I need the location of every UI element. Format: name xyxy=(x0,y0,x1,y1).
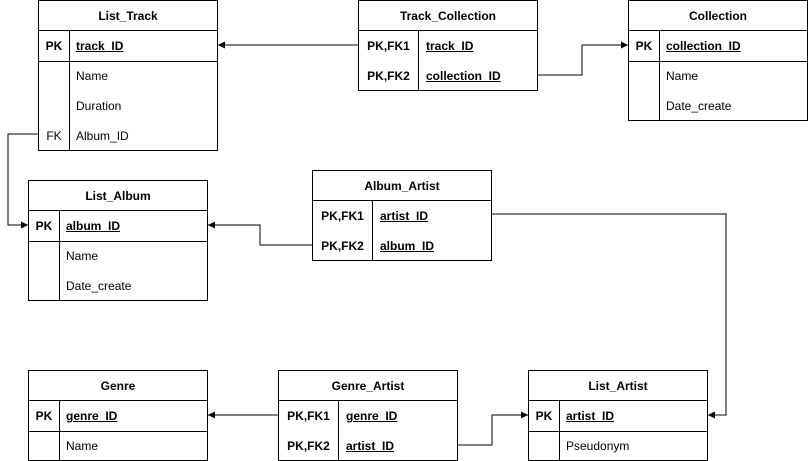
pk-row: PK genre_ID xyxy=(29,401,207,431)
section-divider xyxy=(39,61,217,62)
key-label: PK xyxy=(45,39,63,53)
attribute-row: Pseudonym xyxy=(529,431,707,461)
pk-row: PK,FK1 track_ID xyxy=(359,31,537,61)
key-label xyxy=(629,91,659,121)
pk-row: PK,FK2 collection_ID xyxy=(359,61,537,91)
field-name: album_ID xyxy=(380,239,435,253)
column-divider xyxy=(59,211,60,300)
field-name: Pseudonym xyxy=(566,439,630,453)
field-name: genre_ID xyxy=(66,409,118,423)
key-label: PK,FK2 xyxy=(287,439,330,453)
attribute-row: Name xyxy=(39,61,217,91)
entity-list-artist[interactable]: List_Artist PK artist_ID Pseudonym xyxy=(528,370,708,461)
column-divider xyxy=(418,31,419,90)
key-label: PK,FK1 xyxy=(287,409,330,423)
entity-title: Track_Collection xyxy=(359,1,537,31)
field-name: Name xyxy=(66,439,99,453)
field-name: genre_ID xyxy=(346,409,398,423)
field-name: collection_ID xyxy=(426,69,501,83)
entity-title: Album_Artist xyxy=(313,171,491,201)
column-divider xyxy=(659,31,660,120)
field-name: Name xyxy=(66,249,99,263)
key-label xyxy=(29,271,59,301)
entity-album-artist[interactable]: Album_Artist PK,FK1 artist_ID PK,FK2 alb… xyxy=(312,170,492,261)
pk-row: PK album_ID xyxy=(29,211,207,241)
attribute-row: Name xyxy=(629,61,807,91)
entity-list-track[interactable]: List_Track PK track_ID Name Duration FK … xyxy=(38,0,218,151)
pk-row: PK track_ID xyxy=(39,31,217,61)
entity-title: Genre xyxy=(29,371,207,401)
entity-title: List_Artist xyxy=(529,371,707,401)
pk-row: PK,FK2 album_ID xyxy=(313,231,491,261)
entity-title: Collection xyxy=(629,1,807,31)
key-label: FK xyxy=(46,129,62,143)
key-label: PK,FK2 xyxy=(367,69,410,83)
column-divider xyxy=(559,401,560,460)
entity-title: Genre_Artist xyxy=(279,371,457,401)
field-name: album_ID xyxy=(66,219,121,233)
key-label: PK xyxy=(635,39,653,53)
entity-genre[interactable]: Genre PK genre_ID Name xyxy=(28,370,208,461)
pk-row: PK,FK1 artist_ID xyxy=(313,201,491,231)
key-label xyxy=(29,241,59,271)
key-label: PK xyxy=(35,409,53,423)
field-name: Duration xyxy=(76,99,122,113)
section-divider xyxy=(29,241,207,242)
field-name: artist_ID xyxy=(380,209,429,223)
field-name: Date_create xyxy=(666,99,732,113)
field-name: artist_ID xyxy=(566,409,615,423)
key-label: PK xyxy=(35,219,53,233)
entity-genre-artist[interactable]: Genre_Artist PK,FK1 genre_ID PK,FK2 arti… xyxy=(278,370,458,461)
key-label xyxy=(39,91,69,121)
column-divider xyxy=(59,401,60,460)
attribute-row: Name xyxy=(29,241,207,271)
field-name: Date_create xyxy=(66,279,132,293)
key-label: PK xyxy=(535,409,553,423)
pk-row: PK collection_ID xyxy=(629,31,807,61)
pk-row: PK,FK2 artist_ID xyxy=(279,431,457,461)
attribute-row: FK Album_ID xyxy=(39,121,217,151)
key-label: PK,FK1 xyxy=(367,39,410,53)
field-name: Name xyxy=(666,69,699,83)
attribute-row: Date_create xyxy=(29,271,207,301)
section-divider xyxy=(529,431,707,432)
field-name: track_ID xyxy=(76,39,124,53)
entity-title: List_Album xyxy=(29,181,207,211)
entity-title: List_Track xyxy=(39,1,217,31)
pk-row: PK,FK1 genre_ID xyxy=(279,401,457,431)
key-label xyxy=(39,61,69,91)
entity-track-collection[interactable]: Track_Collection PK,FK1 track_ID PK,FK2 … xyxy=(358,0,538,91)
attribute-row: Date_create xyxy=(629,91,807,121)
column-divider xyxy=(338,401,339,460)
field-name: Name xyxy=(76,69,109,83)
section-divider xyxy=(29,431,207,432)
column-divider xyxy=(372,201,373,260)
entity-list-album[interactable]: List_Album PK album_ID Name Date_create xyxy=(28,180,208,301)
entity-collection[interactable]: Collection PK collection_ID Name Date_cr… xyxy=(628,0,808,121)
rel-albumartist-to-listartist xyxy=(492,213,727,419)
pk-row: PK artist_ID xyxy=(529,401,707,431)
rel-genreartist-to-listartist xyxy=(458,411,528,446)
key-label xyxy=(29,431,59,461)
key-label: PK,FK2 xyxy=(321,239,364,253)
field-name: Album_ID xyxy=(76,129,129,143)
column-divider xyxy=(69,31,70,150)
attribute-row: Duration xyxy=(39,91,217,121)
section-divider xyxy=(629,61,807,62)
rel-albumartist-to-listalbum xyxy=(208,221,312,246)
field-name: collection_ID xyxy=(666,39,741,53)
field-name: track_ID xyxy=(426,39,474,53)
field-name: artist_ID xyxy=(346,439,395,453)
rel-trackcollection-to-collection xyxy=(538,41,628,76)
key-label: PK,FK1 xyxy=(321,209,364,223)
key-label xyxy=(529,431,559,461)
attribute-row: Name xyxy=(29,431,207,461)
key-label xyxy=(629,61,659,91)
rel-listtrack-to-listalbum xyxy=(7,133,38,229)
